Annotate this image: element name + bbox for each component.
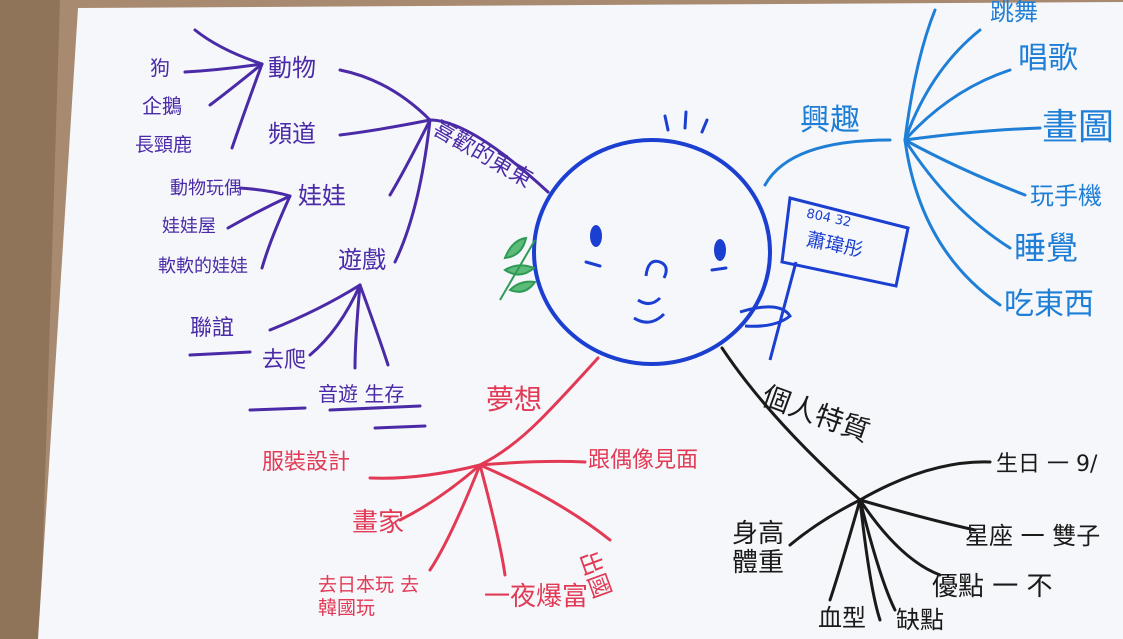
likes-game-item-2: 去爬	[262, 348, 307, 373]
trait-item-4: 身高 體重	[732, 519, 785, 578]
likes-animals: 動物	[268, 54, 316, 82]
dream-item-4: 去日本玩 去韓國玩	[318, 574, 420, 619]
likes-games: 遊戲	[338, 246, 386, 274]
hobby-item-2: 唱歌	[1018, 41, 1078, 76]
face-drawing	[532, 110, 792, 366]
paper-sheet	[38, 2, 1123, 639]
dream-item-1: 服裝設計	[262, 450, 351, 475]
dream-item-2: 跟偶像見面	[588, 448, 699, 473]
trait-item-6: 缺點	[896, 606, 944, 634]
trait-item-3: 優點 一 不	[932, 572, 1053, 602]
dreams-branch-lines	[368, 356, 612, 577]
likes-dolls: 娃娃	[298, 182, 346, 210]
likes-doll-item-2: 娃娃屋	[162, 216, 216, 237]
likes-branch-lines	[183, 28, 550, 430]
hobby-item-6: 吃東西	[1004, 287, 1094, 322]
hobby-item-4: 玩手機	[1030, 182, 1102, 210]
likes-doll-item-1: 動物玩偶	[170, 178, 242, 199]
hobby-item-5: 睡覺	[1014, 229, 1079, 267]
leaf-drawing	[499, 236, 537, 301]
hobbies-branch-lines	[763, 8, 1042, 307]
likes-doll-item-3: 軟軟的娃娃	[158, 256, 248, 277]
hobby-item-3: 畫圖	[1042, 107, 1115, 148]
trait-item-2: 星座 一 雙子	[965, 522, 1101, 550]
likes-game-item-3: 音遊 生存	[318, 382, 405, 406]
desk-shadow	[0, 0, 60, 639]
hobby-item-1: 跳舞	[990, 0, 1038, 26]
likes-animal-item-3: 長頸鹿	[135, 134, 193, 156]
dream-item-3: 畫家	[352, 508, 405, 538]
hobbies-title: 興趣	[800, 103, 860, 138]
likes-animal-item-1: 狗	[150, 56, 170, 80]
trait-item-1: 生日 一 9/	[996, 452, 1098, 477]
dream-item-5: 一夜爆富	[484, 582, 589, 612]
likes-animal-item-2: 企鵝	[142, 94, 182, 118]
dreams-title: 夢想	[486, 383, 543, 416]
likes-videos: 頻道	[268, 120, 316, 148]
name-sign	[768, 196, 910, 361]
traits-branch-lines	[720, 346, 992, 622]
likes-game-item-1: 聯誼	[190, 316, 235, 341]
trait-item-5: 血型	[818, 604, 866, 632]
